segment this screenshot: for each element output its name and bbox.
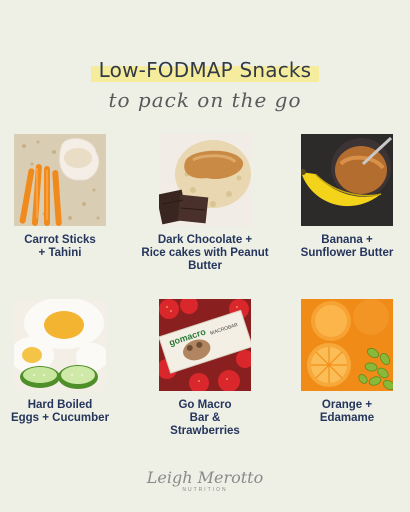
title-area: Low-FODMAP Snacks [0,56,410,84]
orange-edamame-photo [301,299,393,391]
page-title: Low-FODMAP Snacks [90,56,320,84]
snack-card-carrot: Carrot Sticks + Tahini [0,134,125,260]
banana-sunbutter-image [301,134,393,226]
logo-subtitle: NUTRITION [182,487,228,493]
logo-script: Leigh Merotto [146,468,264,487]
eggs-cucumber-photo [14,299,106,391]
snack-card-eggs: Hard Boiled Eggs + Cucumber [0,299,125,425]
gomacro-strawberries-photo: gomacro MACROBAR [159,299,251,391]
snack-label: Dark Chocolate + Rice cakes with Peanut … [141,234,269,272]
orange-edamame-image [301,299,393,391]
snack-label: Hard Boiled Eggs + Cucumber [10,399,110,424]
eggs-cucumber-image [14,299,106,391]
snack-card-banana: Banana + Sunflower Butter [282,134,410,260]
snack-label: Banana + Sunflower Butter [300,234,394,259]
snack-card-gomacro: gomacro MACROBAR Go Macro Bar & Strawber… [140,299,270,438]
carrot-tahini-image [14,134,106,226]
page-subtitle: to pack on the go [108,88,302,112]
snack-label: Orange + Edamame [319,399,375,424]
brand-logo: Leigh Merotto NUTRITION [0,468,410,493]
chocolate-ricecake-image [159,134,251,226]
snack-card-chocolate-ricecake: Dark Chocolate + Rice cakes with Peanut … [140,134,270,273]
snack-card-orange: Orange + Edamame [282,299,410,425]
snack-label: Carrot Sticks + Tahini [24,234,96,259]
carrot-tahini-photo [14,134,106,226]
banana-sunbutter-photo [301,134,393,226]
gomacro-strawberries-image: gomacro MACROBAR [159,299,251,391]
chocolate-ricecake-photo [159,134,251,226]
snack-label: Go Macro Bar & Strawberries [170,399,240,437]
